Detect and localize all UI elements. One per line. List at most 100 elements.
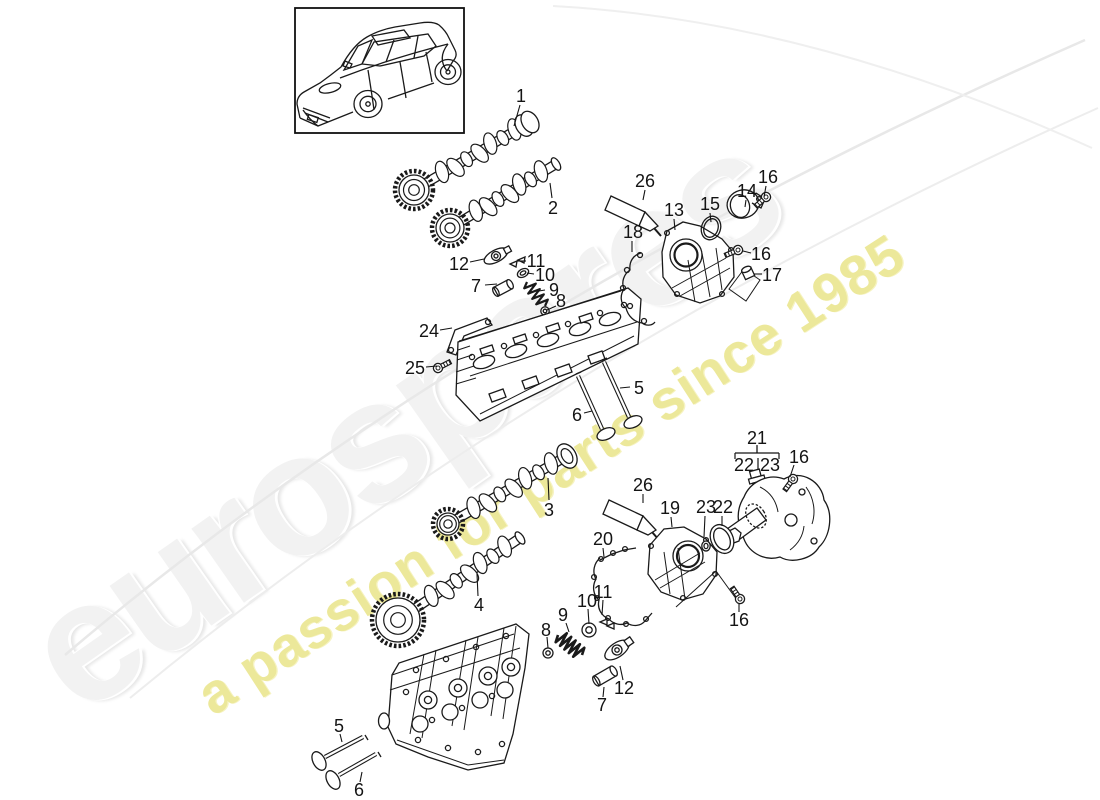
rocker-arm-upper xyxy=(483,244,513,265)
car-drawing xyxy=(296,21,462,127)
plug-17 xyxy=(740,265,756,281)
part-label-5: 5 xyxy=(634,378,644,398)
cylinder-head-lower xyxy=(377,623,530,771)
vacuum-pump-21 xyxy=(725,468,831,561)
part-label-8: 8 xyxy=(556,291,566,311)
leader-line xyxy=(744,199,747,208)
bolt-16-cover xyxy=(723,244,744,259)
valve-spring-lower xyxy=(554,632,586,658)
camshaft-4 xyxy=(369,531,526,649)
leader-line xyxy=(602,686,605,698)
valve-keepers-upper xyxy=(508,255,526,268)
part-label-22: 22 xyxy=(734,455,754,475)
pump-shaft-seal-23 xyxy=(701,540,711,552)
part-label-10: 10 xyxy=(577,591,597,611)
part-label-13: 13 xyxy=(664,200,684,220)
leader-line xyxy=(602,547,605,558)
part-label-9: 9 xyxy=(549,280,559,300)
spring-retainer-upper xyxy=(516,267,530,279)
leader-line xyxy=(339,733,343,743)
o-ring-15 xyxy=(700,215,722,241)
part-label-23: 23 xyxy=(696,497,716,517)
leader-line xyxy=(619,386,631,389)
leader-line xyxy=(546,636,549,649)
valve-spring-upper xyxy=(523,281,549,307)
valve-6-upper xyxy=(575,371,616,441)
leader-line xyxy=(526,272,535,275)
part-label-16: 16 xyxy=(789,447,809,467)
leader-line xyxy=(583,410,593,414)
leader-line xyxy=(673,218,676,231)
part-label-11: 11 xyxy=(594,582,613,602)
valve-seal-lower xyxy=(542,647,554,659)
part-label-19: 19 xyxy=(660,498,680,518)
part-label-20: 20 xyxy=(593,529,613,549)
part-label-1: 1 xyxy=(516,86,526,106)
part-label-14: 14 xyxy=(737,181,757,201)
part-label-26: 26 xyxy=(633,475,653,495)
leader-line xyxy=(565,622,570,633)
leader-line xyxy=(538,289,546,292)
leader-line xyxy=(642,189,646,201)
part-label-12: 12 xyxy=(449,254,469,274)
part-label-26: 26 xyxy=(635,171,655,191)
part-label-25: 25 xyxy=(405,358,425,378)
part-label-22: 22 xyxy=(713,497,733,517)
part-label-10: 10 xyxy=(535,265,555,285)
leader-line xyxy=(763,185,767,198)
part-label-9: 9 xyxy=(558,605,568,625)
gasket-20 xyxy=(590,545,653,628)
part-label-16: 16 xyxy=(751,244,771,264)
leader-line xyxy=(619,665,624,681)
part-label-16: 16 xyxy=(758,167,778,187)
bolt-16-pump-bottom xyxy=(729,585,746,605)
camshaft-1 xyxy=(392,110,540,212)
part-label-24: 24 xyxy=(419,321,439,341)
valve-6-lower xyxy=(325,751,382,790)
valve-5-lower xyxy=(311,734,369,771)
timing-cover-13 xyxy=(661,221,735,304)
leader-line xyxy=(546,305,557,311)
part-label-4: 4 xyxy=(474,595,484,615)
leader-line xyxy=(742,250,752,254)
leader-line xyxy=(709,212,712,223)
leader-line xyxy=(601,599,604,616)
part-label-7: 7 xyxy=(597,695,607,715)
mounting-plate-17 xyxy=(728,268,761,302)
rocker-arm-lower xyxy=(604,635,635,661)
valve-keepers-lower xyxy=(598,618,615,630)
sealant-tube-upper xyxy=(604,195,662,237)
part-label-15: 15 xyxy=(700,194,720,214)
camshaft-3 xyxy=(430,443,578,542)
spring-retainer-lower xyxy=(581,622,597,638)
leader-line xyxy=(476,573,479,597)
valve-5-upper xyxy=(601,357,643,429)
part-label-6: 6 xyxy=(354,780,364,800)
leader-line xyxy=(547,477,550,501)
part-label-16: 16 xyxy=(729,610,749,630)
sealant-tube-lower xyxy=(602,499,660,541)
leader-line xyxy=(549,182,553,199)
part-label-12: 12 xyxy=(614,678,634,698)
bolt-25 xyxy=(432,358,453,374)
bolt-16-flange xyxy=(753,191,772,209)
part-label-6: 6 xyxy=(572,405,582,425)
part-label-2: 2 xyxy=(548,198,558,218)
gasket-18 xyxy=(619,251,656,326)
leader-line xyxy=(484,283,498,286)
leader-line xyxy=(469,258,485,263)
part-label-18: 18 xyxy=(623,222,643,242)
hydraulic-lifter-lower xyxy=(592,665,618,687)
leader-line xyxy=(670,516,673,528)
part-label-3: 3 xyxy=(544,500,554,520)
leader-line xyxy=(359,771,363,783)
leader-line xyxy=(703,515,706,538)
part-label-8: 8 xyxy=(541,620,551,640)
hydraulic-lifter-upper xyxy=(492,278,514,298)
part-label-23: 23 xyxy=(760,455,780,475)
part-label-21: 21 xyxy=(747,428,767,448)
part-label-7: 7 xyxy=(471,276,481,296)
